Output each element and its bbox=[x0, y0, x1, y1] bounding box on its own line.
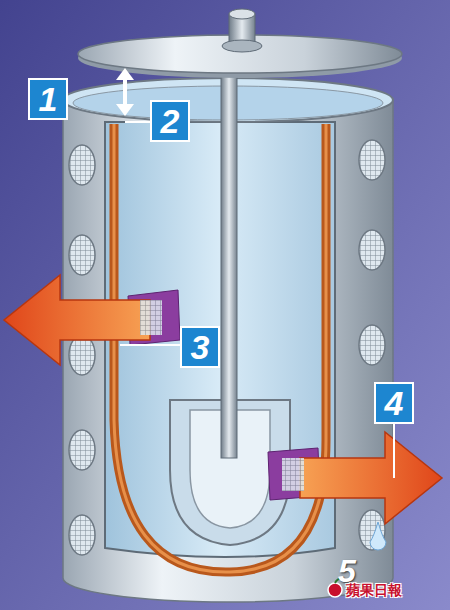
callout-number: 3 bbox=[180, 326, 220, 368]
callout-number: 1 bbox=[28, 78, 68, 120]
callout-number: 2 bbox=[150, 100, 190, 142]
callout-number: 4 bbox=[374, 382, 414, 424]
watermark: 蘋果日報 bbox=[346, 583, 402, 597]
